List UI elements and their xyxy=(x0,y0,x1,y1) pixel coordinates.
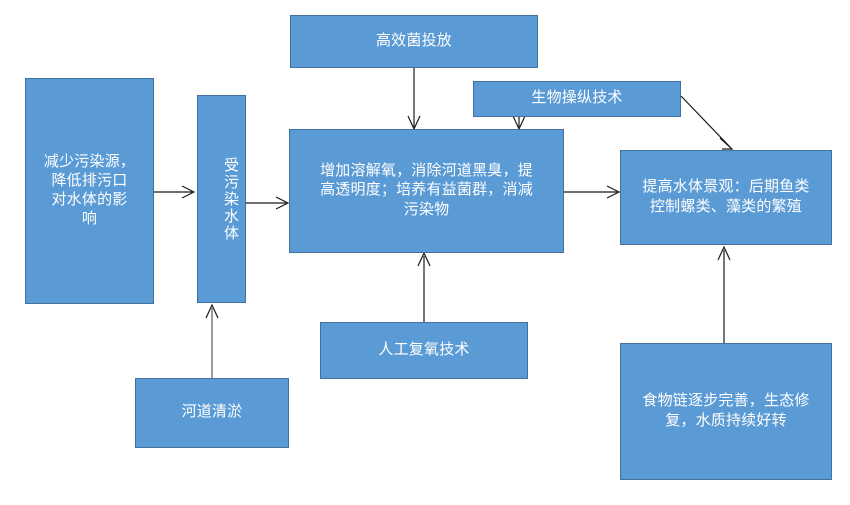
node-polluted-water[interactable]: 受污染水体 xyxy=(197,95,246,303)
edge-reoxygenation-to-increase-oxygen xyxy=(417,251,431,322)
node-river-dredging[interactable]: 河道清淤 xyxy=(135,378,289,448)
node-improve-landscape-label: 提高水体景观：后期鱼类 控制螺类、藻类的繁殖 xyxy=(642,179,810,215)
edge-reduce-source-to-polluted-water xyxy=(154,185,196,199)
node-increase-oxygen-label: 增加溶解氧，消除河道黑臭，提 高透明度；培养有益菌群，消减 污染物 xyxy=(320,163,533,218)
node-increase-oxygen[interactable]: 增加溶解氧，消除河道黑臭，提 高透明度；培养有益菌群，消减 污染物 xyxy=(289,129,564,253)
edge-biomanipulation-to-increase-oxygen xyxy=(512,115,526,131)
edge-bacteria-to-increase-oxygen xyxy=(407,68,421,131)
edge-dredging-to-polluted-water xyxy=(205,303,219,378)
node-artificial-reoxygenation-label: 人工复氧技术 xyxy=(378,341,470,358)
node-reduce-source-label: 减少污染源， 降低排污口 对水体的影 响 xyxy=(43,153,136,228)
edge-increase-oxygen-to-improve-landscape xyxy=(564,185,621,199)
node-biomanipulation[interactable]: 生物操纵技术 xyxy=(473,81,681,117)
edge-polluted-water-to-increase-oxygen xyxy=(246,196,290,210)
node-food-chain-label: 食物链逐步完善，生态修 复，水质持续好转 xyxy=(642,393,810,429)
node-river-dredging-label: 河道清淤 xyxy=(181,404,243,421)
node-improve-landscape[interactable]: 提高水体景观：后期鱼类 控制螺类、藻类的繁殖 xyxy=(620,150,832,245)
edge-food-chain-to-improve-landscape xyxy=(717,245,731,343)
node-food-chain[interactable]: 食物链逐步完善，生态修 复，水质持续好转 xyxy=(620,343,832,480)
node-high-efficiency-bacteria-label: 高效菌投放 xyxy=(375,32,452,49)
node-high-efficiency-bacteria[interactable]: 高效菌投放 xyxy=(290,15,538,68)
node-artificial-reoxygenation[interactable]: 人工复氧技术 xyxy=(320,322,528,379)
node-polluted-water-label: 受污染水体 xyxy=(222,156,238,242)
node-reduce-source[interactable]: 减少污染源， 降低排污口 对水体的影 响 xyxy=(25,78,154,304)
node-biomanipulation-label: 生物操纵技术 xyxy=(531,90,623,107)
edge-biomanipulation-to-improve-landscape xyxy=(680,95,734,150)
